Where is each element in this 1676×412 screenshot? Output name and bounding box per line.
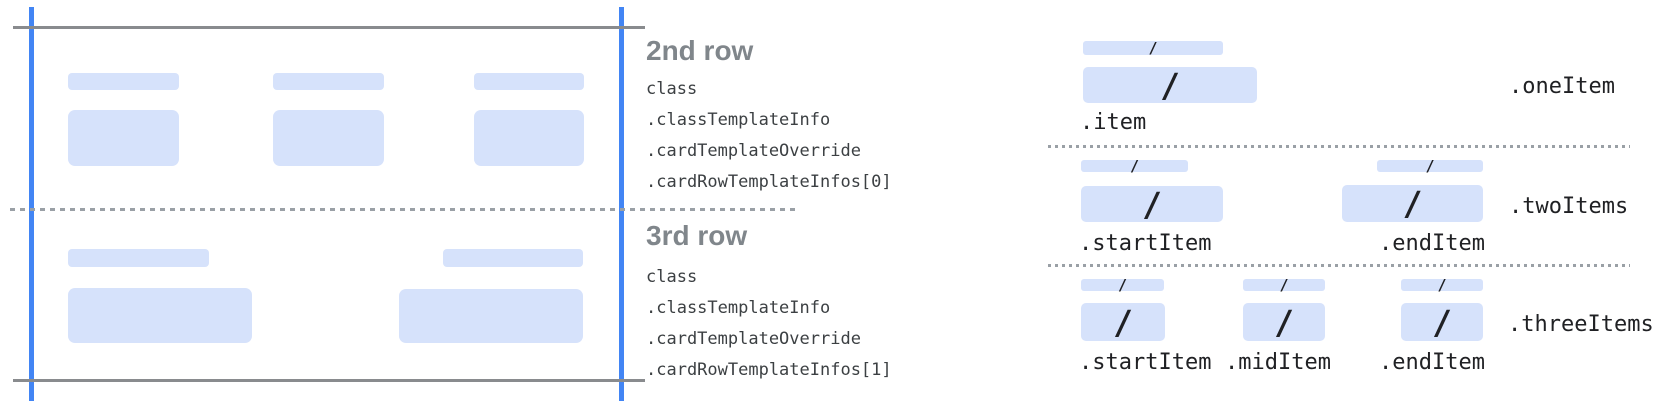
start-item-field-label: .startItem — [1079, 350, 1212, 375]
field-label-placeholder — [443, 249, 583, 267]
item-body-bar: / — [1081, 184, 1223, 224]
divider-slash-glyph: / — [1437, 276, 1447, 294]
third-row-code-line: .cardRowTemplateInfos[1] — [646, 360, 892, 380]
one-item-section-label: .oneItem — [1509, 74, 1615, 99]
field-value-placeholder — [68, 288, 252, 343]
section-divider-dotted-line — [1048, 145, 1630, 148]
item-top-label-bar: / — [1083, 39, 1223, 57]
mid-item-field-label: .midItem — [1225, 350, 1331, 375]
third-row-code-line: class — [646, 267, 698, 287]
divider-slash-glyph: / — [1432, 302, 1452, 342]
item-body-bar: / — [1083, 65, 1257, 105]
row-divider-dashed-line — [10, 208, 796, 211]
divider-slash-glyph: / — [1117, 276, 1128, 294]
section-divider-dotted-line — [1048, 264, 1630, 267]
field-value-placeholder — [273, 110, 384, 166]
field-value-placeholder — [474, 110, 584, 166]
field-value-placeholder — [399, 289, 583, 343]
divider-slash-glyph: / — [1113, 302, 1133, 342]
start-item-field-label: .startItem — [1079, 231, 1212, 256]
divider-slash-glyph: / — [1274, 302, 1294, 342]
item-body-bar: / — [1342, 184, 1483, 223]
divider-slash-glyph: / — [1402, 184, 1423, 223]
item-body-bar: / — [1081, 302, 1165, 342]
item-top-label-bar: / — [1081, 157, 1188, 175]
item-field-label: .item — [1080, 110, 1147, 135]
item-body-bar: / — [1243, 302, 1325, 342]
divider-slash-glyph: / — [1142, 184, 1162, 224]
end-item-field-label: .endItem — [1379, 231, 1485, 256]
second-row-code-line: .classTemplateInfo — [646, 110, 831, 130]
row-top-boundary-line — [13, 26, 645, 29]
third-row-code-line: .cardTemplateOverride — [646, 329, 861, 349]
item-top-label-bar: / — [1081, 276, 1164, 294]
field-label-placeholder — [474, 73, 584, 90]
field-label-placeholder — [68, 249, 209, 267]
divider-slash-glyph: / — [1148, 39, 1158, 57]
second-row-code-line: .cardRowTemplateInfos[0] — [646, 172, 892, 192]
third-row-heading: 3rd row — [646, 220, 748, 251]
left-column-guide-line — [29, 7, 34, 401]
field-value-placeholder — [68, 110, 179, 166]
item-top-label-bar: / — [1401, 276, 1483, 294]
divider-slash-glyph: / — [1160, 65, 1180, 105]
three-items-section-label: .threeItems — [1508, 312, 1654, 337]
item-top-label-bar: / — [1243, 276, 1325, 294]
end-item-field-label: .endItem — [1379, 350, 1485, 375]
item-body-bar: / — [1401, 302, 1483, 342]
two-items-section-label: .twoItems — [1509, 194, 1629, 219]
divider-slash-glyph: / — [1129, 157, 1140, 175]
divider-slash-glyph: / — [1425, 157, 1435, 175]
second-row-heading: 2nd row — [646, 35, 754, 66]
row-bottom-boundary-line — [13, 379, 645, 382]
third-row-code-line: .classTemplateInfo — [646, 298, 831, 318]
item-top-label-bar: / — [1377, 157, 1483, 175]
right-column-guide-line — [619, 7, 624, 401]
second-row-code-line: .cardTemplateOverride — [646, 141, 861, 161]
second-row-code-line: class — [646, 79, 698, 99]
field-label-placeholder — [273, 73, 384, 90]
divider-slash-glyph: / — [1279, 276, 1289, 294]
field-label-placeholder — [68, 73, 179, 90]
